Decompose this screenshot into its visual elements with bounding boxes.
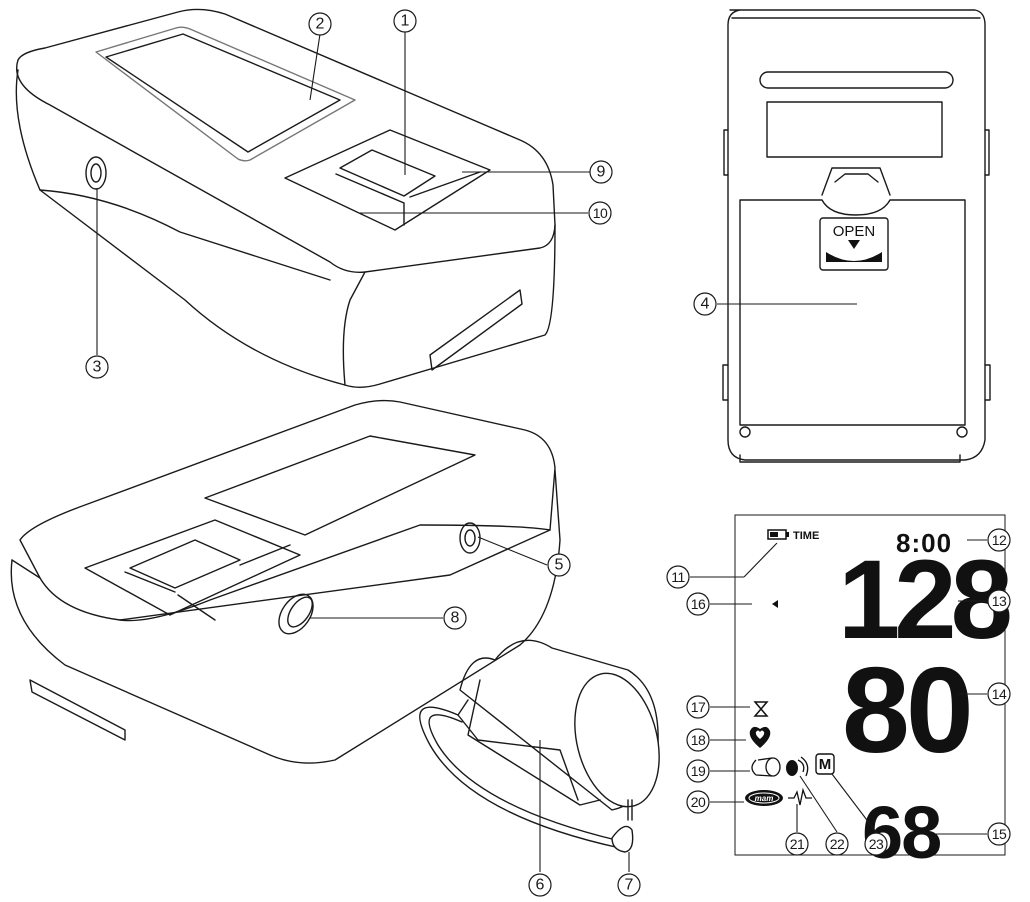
callout-20: 20 <box>686 790 710 814</box>
open-label: OPEN <box>833 223 876 240</box>
callout-12: 12 <box>987 528 1011 552</box>
svg-text:7: 7 <box>625 877 634 894</box>
callout-5: 5 <box>547 553 571 577</box>
svg-text:15: 15 <box>992 826 1007 842</box>
callout-23: 23 <box>864 832 888 856</box>
cuff-illustration <box>419 639 660 853</box>
mam-badge-text: mam <box>755 794 774 803</box>
callout-9: 9 <box>589 160 613 184</box>
callout-22: 22 <box>825 832 849 856</box>
callout-21: 21 <box>785 832 809 856</box>
svg-text:12: 12 <box>992 532 1007 548</box>
down-arrow-icon <box>848 240 860 249</box>
lcd-display: TIME 8:00 128 80 68 M <box>734 514 1016 874</box>
callout-6: 6 <box>528 873 552 897</box>
callout-10: 10 <box>588 201 612 225</box>
svg-text:2: 2 <box>316 16 325 33</box>
svg-text:10: 10 <box>593 205 608 221</box>
svg-text:17: 17 <box>691 699 706 715</box>
svg-text:19: 19 <box>691 763 706 779</box>
left-arrow-icon <box>772 600 778 608</box>
svg-text:3: 3 <box>93 359 102 376</box>
callout-14: 14 <box>987 682 1011 706</box>
callout-7: 7 <box>617 873 641 897</box>
svg-text:9: 9 <box>597 164 606 181</box>
callout-18: 18 <box>686 728 710 752</box>
callout-15: 15 <box>987 822 1011 846</box>
callout-17: 17 <box>686 695 710 719</box>
callout-8: 8 <box>443 606 467 630</box>
svg-text:8: 8 <box>451 610 460 627</box>
callout-2: 2 <box>308 12 332 36</box>
cuff-movement-icon <box>786 756 809 777</box>
systolic-readout: 128 <box>838 537 1010 662</box>
svg-text:21: 21 <box>790 836 805 852</box>
svg-text:18: 18 <box>691 732 706 748</box>
svg-text:14: 14 <box>992 686 1007 702</box>
device-view-back: OPEN <box>722 9 991 463</box>
battery-icon <box>767 529 789 540</box>
callout-3: 3 <box>85 355 109 379</box>
device-view-top-left <box>15 8 556 388</box>
cuff-icon <box>751 757 781 777</box>
svg-text:23: 23 <box>869 836 884 852</box>
callout-11: 11 <box>666 565 690 589</box>
svg-text:16: 16 <box>691 596 706 612</box>
mam-badge: mam <box>745 790 783 806</box>
svg-text:5: 5 <box>555 557 564 574</box>
hourglass-icon <box>753 701 769 717</box>
diastolic-readout: 80 <box>842 642 970 778</box>
callout-16: 16 <box>686 592 710 616</box>
pulse-readout: 68 <box>862 791 940 874</box>
memory-indicator: M <box>819 756 832 773</box>
svg-text:20: 20 <box>691 794 706 810</box>
svg-text:11: 11 <box>671 569 685 585</box>
svg-text:13: 13 <box>992 593 1007 609</box>
svg-text:4: 4 <box>701 296 710 313</box>
thumb-grip-icon <box>826 252 882 262</box>
callout-13: 13 <box>987 589 1011 613</box>
svg-text:6: 6 <box>536 877 545 894</box>
svg-text:22: 22 <box>830 836 845 852</box>
callout-19: 19 <box>686 759 710 783</box>
arrhythmia-wave-icon <box>788 787 812 806</box>
svg-text:1: 1 <box>401 13 410 30</box>
callout-1: 1 <box>393 9 417 33</box>
device-view-bottom-left <box>10 399 561 764</box>
heart-icon <box>749 726 771 748</box>
leader-lines <box>96 32 987 872</box>
callout-4: 4 <box>693 292 717 316</box>
time-label: TIME <box>793 530 819 542</box>
clock-readout: 8:00 <box>896 528 952 558</box>
